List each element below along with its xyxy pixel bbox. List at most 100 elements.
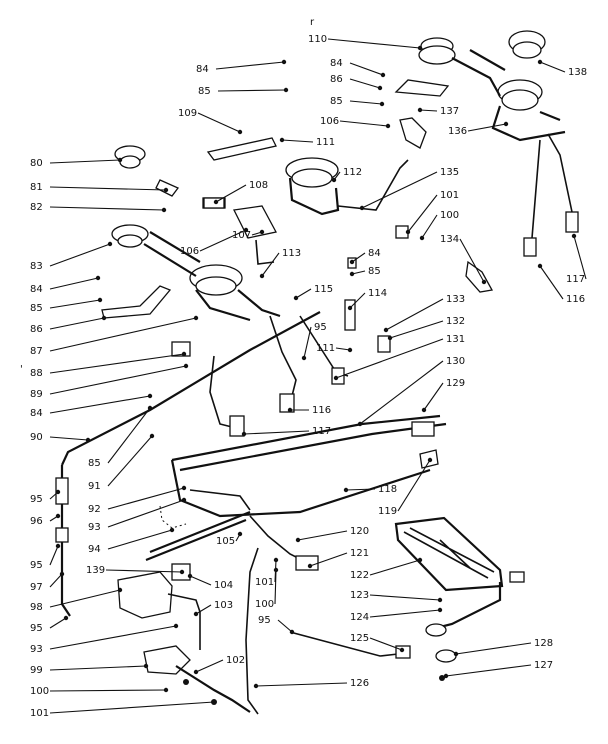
callout-label-97: 97: [30, 582, 43, 593]
leader-dot: [243, 227, 249, 233]
leader-line: [339, 120, 389, 127]
leader-dot: [289, 629, 295, 635]
callout-label-100: 100: [30, 686, 49, 697]
leader-line: [327, 38, 421, 49]
callout-label-121: 121: [350, 548, 369, 559]
leader-line: [455, 642, 532, 655]
leader-line: [419, 109, 438, 112]
leader-line: [107, 529, 173, 550]
leader-line: [274, 569, 277, 605]
leader-dot: [149, 433, 155, 439]
callout-label-84: 84: [30, 284, 43, 295]
callout-label-87: 87: [30, 346, 43, 357]
leader-line: [459, 238, 485, 283]
leader-line: [49, 689, 167, 692]
leader-line: [345, 488, 376, 491]
leader-line: [49, 159, 121, 164]
leader-dot: [331, 177, 337, 183]
leader-dot: [333, 375, 339, 381]
leader-line: [49, 436, 89, 441]
leader-dot: [55, 489, 61, 495]
leader-dot: [417, 557, 423, 563]
leader-dot: [343, 487, 349, 493]
leader-dot: [181, 351, 187, 357]
leader-dot: [55, 543, 61, 549]
leader-dot: [179, 569, 185, 575]
leader-dot: [273, 567, 279, 573]
leader-line: [107, 407, 151, 464]
leader-line: [49, 353, 185, 374]
callout-label-106: 106: [320, 116, 339, 127]
leader-dot: [273, 557, 279, 563]
leader-dot: [385, 123, 391, 129]
leader-dot: [405, 229, 411, 235]
callout-label-110: 110: [308, 34, 327, 45]
callout-label-85: 85: [88, 458, 101, 469]
leader-line: [369, 609, 441, 618]
callout-label-100: 100: [255, 599, 274, 610]
callout-label-85: 85: [330, 96, 343, 107]
leader-dot: [421, 407, 427, 413]
leader-line: [49, 545, 59, 566]
callout-label-107: 107: [232, 230, 251, 241]
leader-dot: [117, 587, 123, 593]
callout-label-84: 84: [30, 408, 43, 419]
leader-line: [573, 235, 587, 280]
leader-dot: [193, 611, 199, 617]
thermostat-and-pilot: [117, 547, 411, 715]
leader-line: [49, 589, 121, 608]
leader-line: [281, 139, 314, 143]
leader-dot: [253, 683, 259, 689]
leader-dot: [399, 647, 405, 653]
callout-label-96: 96: [30, 516, 43, 527]
callout-label-104: 104: [214, 580, 233, 591]
leader-line: [49, 243, 111, 267]
leader-dot: [417, 107, 423, 113]
leader-dot: [419, 235, 425, 241]
callout-label-94: 94: [88, 544, 101, 555]
leader-line: [539, 265, 564, 300]
callout-label-86: 86: [330, 74, 343, 85]
callout-label-120: 120: [350, 526, 369, 537]
leader-dot: [169, 527, 175, 533]
callout-label-105: 105: [216, 536, 235, 547]
leader-line: [389, 320, 444, 339]
leader-dot: [85, 437, 91, 443]
leader-line: [199, 229, 247, 252]
leader-line: [49, 665, 147, 671]
callout-label-112: 112: [343, 167, 362, 178]
leader-line: [467, 123, 507, 132]
callout-label-114: 114: [368, 288, 387, 299]
leader-dot: [181, 485, 187, 491]
left-burner-assembly: [101, 145, 281, 357]
callout-label-84: 84: [368, 248, 381, 259]
leader-dot: [443, 673, 449, 679]
leader-dot: [281, 59, 287, 65]
callout-label-134: 134: [440, 234, 459, 245]
leader-dot: [107, 241, 113, 247]
callout-label-125: 125: [350, 633, 369, 644]
leader-dot: [503, 121, 509, 127]
callout-label-88: 88: [30, 368, 43, 379]
leader-line: [49, 317, 105, 330]
leader-line: [49, 186, 167, 191]
leader-line: [539, 61, 566, 73]
leader-line: [243, 430, 310, 435]
callout-label-95: 95: [314, 322, 327, 333]
callout-label-81: 81: [30, 182, 43, 193]
leader-dot: [163, 187, 169, 193]
leader-dot: [237, 531, 243, 537]
leader-line: [359, 360, 444, 425]
callout-label-108: 108: [249, 180, 268, 191]
callout-label-84: 84: [330, 58, 343, 69]
leader-line: [369, 594, 441, 601]
leader-line: [335, 347, 351, 351]
callout-label-99: 99: [30, 665, 43, 676]
leader-line: [421, 214, 438, 239]
callout-label-122: 122: [350, 570, 369, 581]
leader-line: [49, 625, 177, 650]
leader-dot: [437, 607, 443, 613]
side-mark: ': [20, 364, 23, 375]
